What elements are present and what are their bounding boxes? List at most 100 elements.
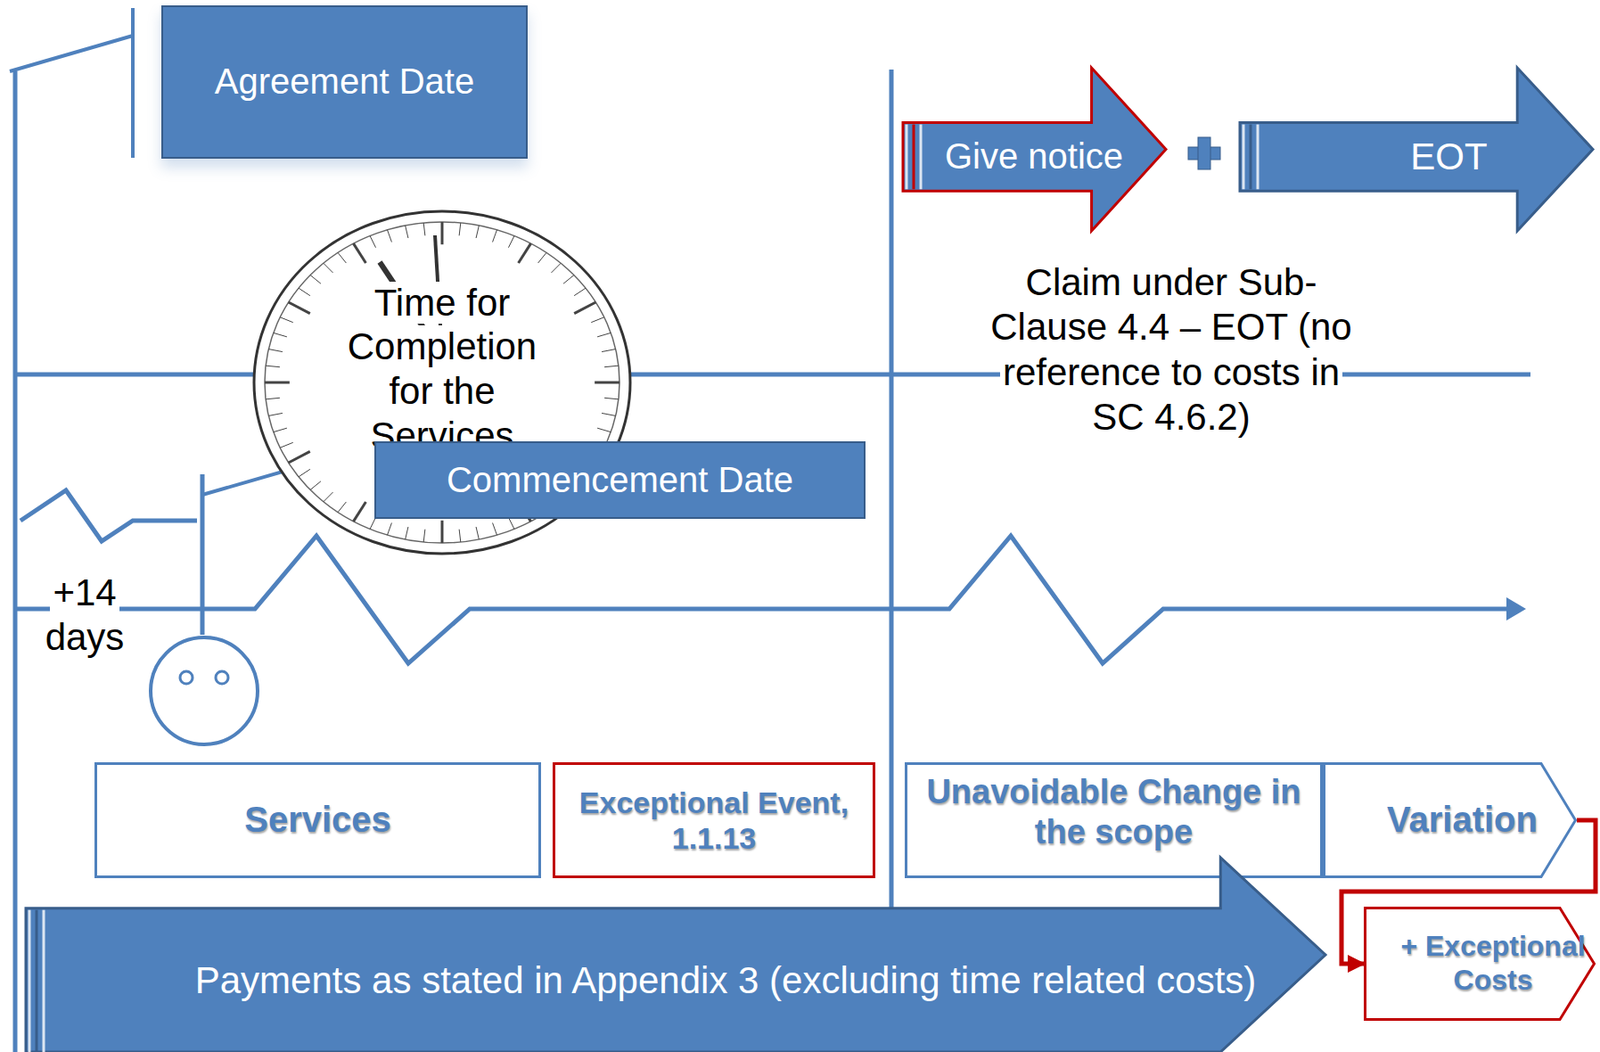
node-label: + Exceptional Costs [1399, 929, 1587, 998]
duration-note: +14 days [42, 571, 128, 658]
arrow-outline [902, 67, 1166, 231]
flag-pole [131, 8, 135, 158]
clock-tick [597, 332, 611, 337]
zigzag-line [20, 490, 197, 542]
clock-tick [508, 236, 514, 248]
clock-tick [273, 332, 288, 337]
node-text-box: Time for Completion for the Services [322, 270, 562, 468]
clock-tick [441, 520, 444, 543]
clock-tick [574, 302, 596, 314]
node-text-line: Time for Completion for the Services [322, 280, 562, 458]
milestone-box: Agreement Date [161, 5, 528, 159]
clock-tick [604, 397, 619, 400]
smiley-eye [180, 671, 193, 684]
node-label: Variation [1386, 798, 1538, 841]
claim-note-box: Claim under Sub-Clause 4.4 – EOT (no ref… [984, 260, 1359, 441]
payment-arrow-shape [25, 857, 1328, 1052]
notice-arrow: Give notice [902, 65, 1169, 233]
phase-box: Services [94, 762, 542, 878]
arrow-outline [25, 857, 1326, 1052]
plus-bar [1197, 137, 1211, 170]
clock-tick [323, 492, 334, 502]
smiley-outline [150, 637, 258, 745]
clock-tick [538, 252, 547, 263]
clock-tick [369, 516, 376, 529]
clock-tick [492, 522, 498, 535]
clock-tick [323, 262, 334, 273]
clock-tick [353, 501, 367, 522]
node-text-box: Services [107, 771, 528, 869]
clock-tick [298, 468, 311, 476]
left-axis [13, 71, 18, 1052]
clock-tick [337, 501, 346, 513]
node-text-box: Unavoidable Change in the scope [916, 770, 1312, 854]
clock-tick [387, 229, 393, 243]
clock-tick [279, 317, 294, 323]
clock-tick [288, 451, 311, 463]
clock-tick [594, 381, 620, 385]
node-label: Commencement Date [446, 459, 794, 501]
clock-tick [601, 349, 616, 353]
clock-tick [601, 412, 616, 416]
node-label: Services [244, 798, 392, 841]
payment-arrow: Payments as stated in Appendix 3 (exclud… [25, 857, 1328, 1052]
arrow-stripe [919, 124, 923, 190]
arrow-stripe [1242, 124, 1246, 190]
clock-tick [508, 516, 514, 529]
node-text-box: Commencement Date [386, 446, 854, 514]
plus-symbol [1188, 137, 1221, 170]
clock-tick [264, 381, 290, 385]
smiley-face [150, 637, 258, 745]
node-label: Give notice [944, 135, 1124, 178]
clock-tick [310, 481, 321, 491]
clock-tick [405, 526, 409, 540]
milestone-box: Commencement Date [374, 441, 866, 519]
eot-arrow: EOT [1239, 65, 1596, 233]
clock-tick [279, 442, 294, 448]
clock-tick [288, 302, 311, 314]
clock-tick [574, 287, 586, 296]
clock-tick [563, 275, 575, 285]
node-label: Payments as stated in Appendix 3 (exclud… [195, 958, 1257, 1003]
node-text-box: Payments as stated in Appendix 3 (exclud… [159, 912, 1292, 1049]
clock-tick [459, 222, 461, 236]
clock-tick [265, 365, 280, 368]
node-text-box: + Exceptional Costs [1399, 913, 1587, 1014]
node-text-box: Exceptional Event, 1.1.13 [567, 771, 861, 869]
event-box: Exceptional Event, 1.1.13 [552, 762, 876, 878]
timeline-arrowhead [1506, 597, 1527, 621]
claim-note: Claim under Sub-Clause 4.4 – EOT (no ref… [987, 261, 1354, 438]
clock-tick [405, 225, 409, 238]
clock-tick [604, 365, 619, 368]
node-label: Unavoidable Change in the scope [916, 771, 1312, 853]
duration-note-box: +14 days [26, 570, 143, 661]
node-label: Agreement Date [214, 60, 475, 103]
node-text-box: Agreement Date [175, 16, 514, 148]
clock-tick [590, 317, 605, 323]
clock-tick [268, 412, 283, 416]
clock-tick [492, 229, 498, 243]
clock-tick [369, 236, 376, 248]
arrow-outline [1239, 67, 1593, 231]
clock-tick [298, 287, 311, 296]
arrow-stripe [905, 124, 909, 190]
pentagon-outline [1365, 908, 1595, 1020]
clock-tick [310, 275, 321, 285]
arrow-stripe [912, 124, 916, 190]
clock-tick [353, 243, 367, 263]
smiley-eye [215, 671, 229, 684]
node-text-box: EOT [1329, 123, 1569, 191]
clock-tick [268, 349, 283, 353]
cost-arrow: + Exceptional Costs [1363, 906, 1596, 1021]
clock-tick [475, 225, 479, 238]
arrow-stripe [28, 910, 32, 1052]
clock-tick [423, 529, 426, 542]
node-label: EOT [1410, 134, 1487, 180]
node-text-box: Variation [1358, 769, 1567, 871]
clock-tick [518, 243, 532, 263]
clock-tick [597, 427, 611, 432]
variation-arrow: Variation [1322, 762, 1577, 878]
arrow-stripe [1249, 124, 1253, 190]
clock-tick [551, 262, 562, 273]
